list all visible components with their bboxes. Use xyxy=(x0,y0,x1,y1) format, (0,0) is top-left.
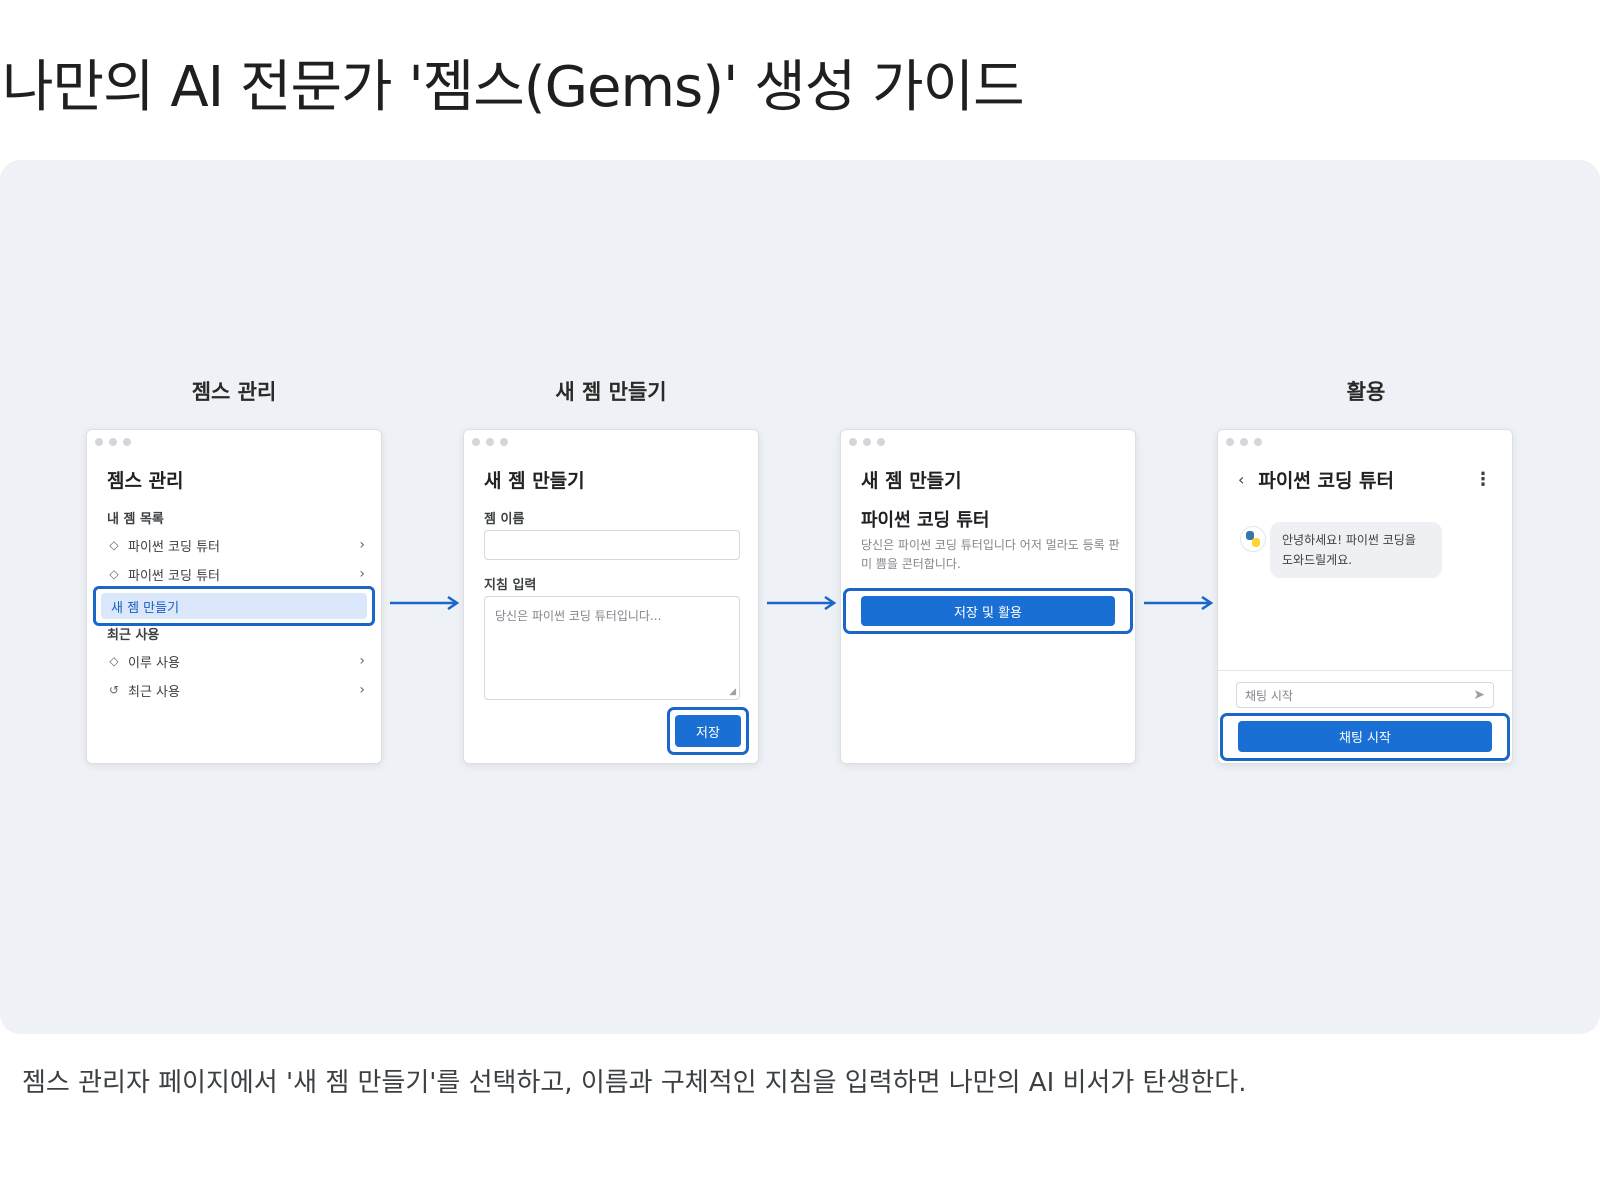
instructions-placeholder: 당신은 파이썬 코딩 튜터입니다... xyxy=(495,609,662,623)
recent-list-item[interactable]: ◇ 이루 사용 › xyxy=(107,650,365,672)
chat-header: ‹ 파이썬 코딩 튜터 ⋮ xyxy=(1238,466,1492,493)
assistant-message: 안녕하세요! 파이썬 코딩을 도와드릴게요. xyxy=(1270,522,1442,578)
gem-name: 파이썬 코딩 튜터 xyxy=(861,510,990,531)
gem-list-item-label: 파이썬 코딩 튜터 xyxy=(128,539,220,555)
gem-name-input[interactable] xyxy=(484,530,740,560)
chevron-right-icon: › xyxy=(359,537,365,553)
save-button[interactable]: 저장 xyxy=(675,715,741,747)
window-dots xyxy=(1226,438,1262,446)
chevron-right-icon: › xyxy=(359,682,365,698)
gem-description: 당신은 파이썬 코딩 튜터입니다 어저 멀라도 등록 판미 쁨을 콘터합니다. xyxy=(861,538,1120,571)
my-gems-section-label: 내 젬 목록 xyxy=(107,512,164,527)
recent-list-item-label: 최근 사용 xyxy=(128,684,180,700)
gem-detail-window: 새 젬 만들기 파이썬 코딩 튜터 당신은 파이썬 코딩 튜터입니다 어저 멀라… xyxy=(840,429,1136,764)
chevron-right-icon: › xyxy=(359,566,365,582)
window-dots xyxy=(472,438,508,446)
new-gem-highlight[interactable]: 새 젬 만들기 xyxy=(93,586,375,626)
window-dots xyxy=(95,438,131,446)
more-icon[interactable]: ⋮ xyxy=(1474,469,1492,490)
gem-icon: ◇ xyxy=(109,654,119,668)
flow-arrow-icon xyxy=(767,596,837,610)
gem-list-item-label: 파이썬 코딩 튜터 xyxy=(128,568,220,584)
gem-list-item[interactable]: ◇ 파이썬 코딩 튜터 › xyxy=(107,534,365,556)
recent-list-item[interactable]: ↺ 최근 사용 › xyxy=(107,679,365,701)
divider xyxy=(1218,670,1512,671)
save-use-button-highlight: 저장 및 활용 xyxy=(843,588,1133,634)
step-label-use: 활용 xyxy=(1346,380,1386,404)
gem-list-item[interactable]: ◇ 파이썬 코딩 튜터 › xyxy=(107,563,365,585)
new-gem-window: 새 젬 만들기 젬 이름 지침 입력 당신은 파이썬 코딩 튜터입니다... ◢… xyxy=(463,429,759,764)
resize-handle-icon[interactable]: ◢ xyxy=(729,687,736,697)
gem-icon: ◇ xyxy=(109,567,119,581)
gem-icon: ◇ xyxy=(109,538,119,552)
new-gem-button[interactable]: 새 젬 만들기 xyxy=(101,593,367,619)
gem-name-label: 젬 이름 xyxy=(484,512,525,527)
window-dots xyxy=(849,438,885,446)
window-title: 젬스 관리 xyxy=(107,470,184,492)
instructions-textarea[interactable]: 당신은 파이썬 코딩 튜터입니다... ◢ xyxy=(484,596,740,700)
window-title: 새 젬 만들기 xyxy=(484,470,585,492)
flow-arrow-icon xyxy=(1144,596,1214,610)
history-icon: ↺ xyxy=(108,683,120,697)
window-title: 새 젬 만들기 xyxy=(861,470,962,492)
chevron-right-icon: › xyxy=(359,653,365,669)
instructions-label: 지침 입력 xyxy=(484,578,537,593)
chat-input[interactable]: 채팅 시작 ➤ xyxy=(1236,682,1494,708)
gem-chat-window: ‹ 파이썬 코딩 튜터 ⋮ 안녕하세요! 파이썬 코딩을 도와드릴게요. 채팅 … xyxy=(1217,429,1513,764)
caption: 젬스 관리자 페이지에서 '새 젬 만들기'를 선택하고, 이름과 구체적인 지… xyxy=(22,1068,1247,1098)
recent-list-item-label: 이루 사용 xyxy=(128,655,180,671)
start-chat-button-highlight: 채팅 시작 xyxy=(1220,713,1510,761)
save-button-highlight: 저장 xyxy=(667,707,749,755)
step-label-new-gem: 새 젬 만들기 xyxy=(555,380,667,404)
python-avatar-icon xyxy=(1240,526,1266,552)
back-icon[interactable]: ‹ xyxy=(1238,470,1245,489)
chat-title: 파이썬 코딩 튜터 xyxy=(1258,470,1394,492)
flow-arrow-icon xyxy=(390,596,460,610)
send-icon[interactable]: ➤ xyxy=(1473,687,1485,703)
recent-section-label: 최근 사용 xyxy=(107,628,160,643)
gems-guide-illustration: 젬스 관리 새 젬 만들기 활용 젬스 관리 내 젬 목록 ◇ 파이썬 코딩 튜… xyxy=(0,160,1600,1034)
page-title: 나만의 AI 전문가 '젬스(Gems)' 생성 가이드 xyxy=(2,55,1025,120)
save-and-use-button[interactable]: 저장 및 활용 xyxy=(861,596,1115,626)
start-chat-button[interactable]: 채팅 시작 xyxy=(1238,721,1492,752)
gems-manage-window: 젬스 관리 내 젬 목록 ◇ 파이썬 코딩 튜터 › ◇ 파이썬 코딩 튜터 ›… xyxy=(86,429,382,764)
chat-input-placeholder: 채팅 시작 xyxy=(1245,688,1293,703)
step-label-manage: 젬스 관리 xyxy=(191,380,277,404)
